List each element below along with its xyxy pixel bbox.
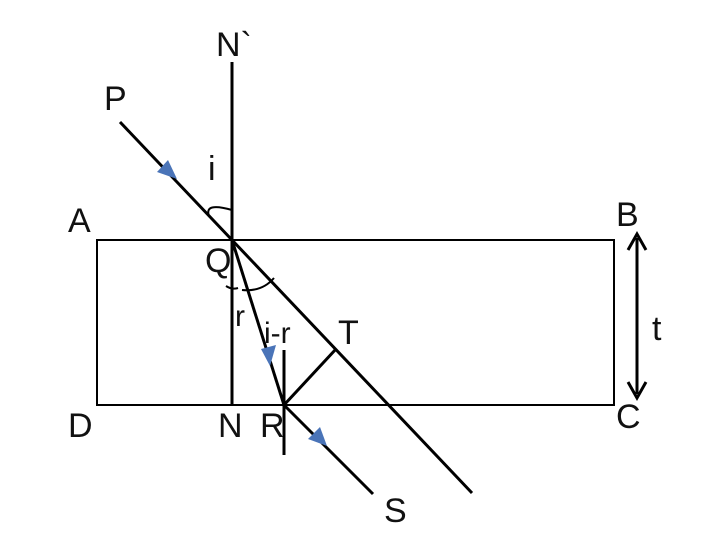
label-n-prime: N` [216, 26, 252, 64]
label-r-point: R [260, 407, 285, 445]
label-s: S [384, 492, 407, 530]
label-p: P [104, 80, 127, 118]
angle-i-arc [207, 206, 233, 217]
angle-i-minus-r-arc [241, 277, 275, 292]
label-thickness-t: t [652, 310, 662, 348]
refracted-ray-qr [230, 239, 286, 406]
angle-r-arc [225, 285, 239, 290]
label-r-angle: r [235, 300, 245, 333]
label-c: C [616, 398, 641, 436]
emergent-ray-arrow-icon [308, 427, 327, 446]
incident-ray-pq [118, 120, 234, 242]
label-d: D [68, 407, 93, 445]
label-i-minus-r: i-r [264, 317, 291, 350]
glass-slab [96, 239, 615, 406]
label-b: B [616, 196, 639, 234]
refracted-ray-arrow-icon [261, 345, 276, 366]
extended-incident-line [230, 238, 474, 495]
label-a: A [68, 202, 91, 240]
perpendicular-rt [282, 347, 338, 407]
thickness-arrow-head-top [626, 230, 648, 251]
thickness-arrow-head-bottom [626, 381, 648, 402]
label-n: N [218, 407, 243, 445]
incident-ray-arrow-icon [157, 160, 177, 179]
label-q: Q [205, 242, 231, 280]
label-t-point: T [338, 314, 359, 352]
label-i: i [208, 150, 216, 188]
emergent-ray-rs [282, 403, 375, 496]
